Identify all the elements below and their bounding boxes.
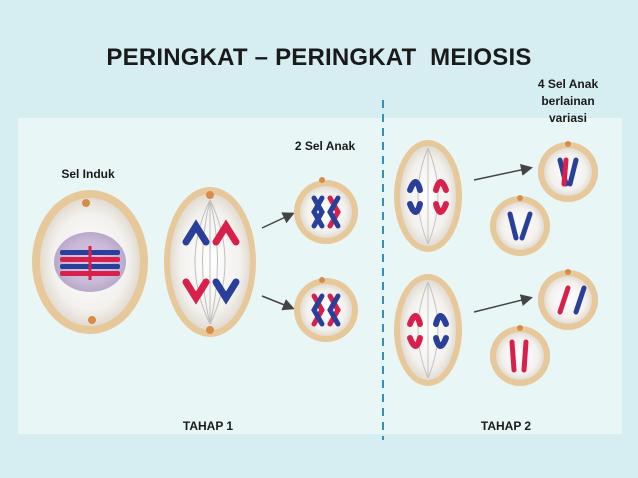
label-two-daughter-cells: 2 Sel Anak	[294, 139, 356, 153]
label-stage-2: TAHAP 2	[480, 419, 532, 433]
page-title: PERINGKAT – PERINGKAT MEIOSIS	[106, 44, 532, 71]
final-cell-1	[538, 141, 598, 202]
label-four-daughter-line3: variasi	[548, 111, 588, 125]
arrow-to-daughter-top	[261, 212, 295, 229]
final-cell-2	[490, 195, 550, 256]
arrow-final-2	[473, 294, 533, 313]
centriole	[206, 326, 214, 334]
parent-cell	[32, 190, 148, 334]
daughter-cell-2	[294, 277, 358, 342]
meiosis1-cell	[164, 187, 256, 337]
centriole	[88, 316, 96, 324]
label-parent-cell: Sel Induk	[61, 167, 115, 181]
label-stage-1: TAHAP 1	[182, 419, 234, 433]
centriole	[82, 199, 90, 207]
arrow-final-1	[473, 164, 533, 181]
meiosis2-cell-bottom	[394, 274, 462, 386]
final-cell-4	[490, 325, 550, 386]
paired-chromosomes	[60, 246, 120, 280]
label-four-daughter-cells: 4 Sel Anak berlainan variasi	[520, 76, 616, 127]
centriole	[206, 191, 214, 199]
chromosomes-bottom	[182, 278, 240, 305]
final-cell-3	[538, 269, 598, 330]
spindle-fibers	[194, 199, 226, 325]
label-four-daughter-line1: 4 Sel Anak	[537, 77, 599, 91]
chromosomes-top	[182, 219, 240, 246]
arrow-to-daughter-bottom	[261, 295, 295, 311]
meiosis2-cell-top	[394, 140, 462, 252]
label-four-daughter-line2: berlainan	[541, 94, 595, 108]
daughter-cell-1	[294, 177, 358, 244]
